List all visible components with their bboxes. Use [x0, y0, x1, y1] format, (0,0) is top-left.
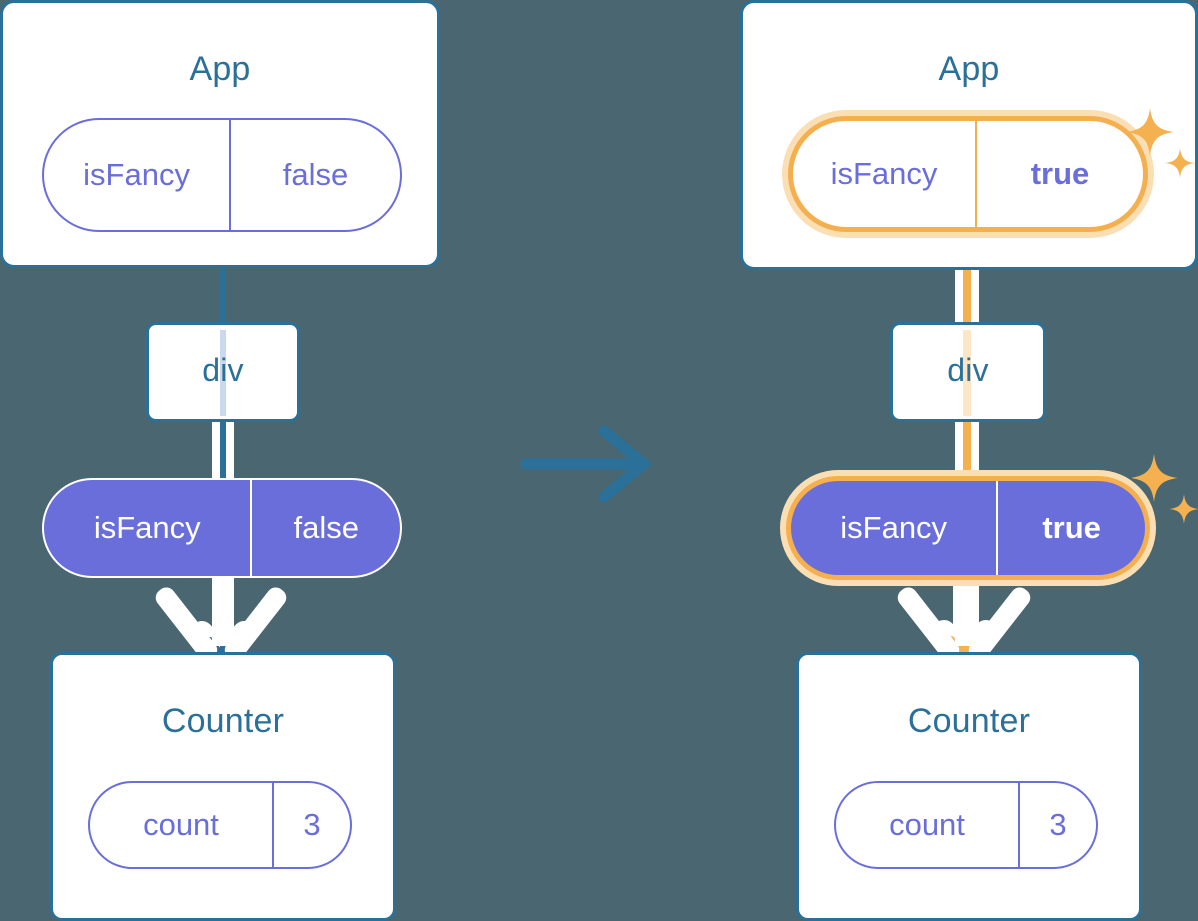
counter-state-value-after: 3: [1018, 783, 1096, 867]
counter-title: Counter: [161, 702, 285, 740]
div-title: div: [202, 352, 244, 388]
counter-state-key: count: [143, 807, 219, 842]
prop-pill-value-after: true: [996, 481, 1145, 575]
sparkle-group-prop: [1132, 454, 1198, 524]
sparkle-group-app: [1128, 108, 1195, 178]
counter-state-key-after: count: [889, 807, 965, 842]
app-title: App: [189, 50, 251, 88]
prop-pill-after: isFancy true: [786, 476, 1150, 580]
prop-pill-value: false: [250, 480, 400, 576]
connector-inside-div-after: [963, 330, 971, 416]
app-state-value: false: [229, 120, 400, 230]
app-state-key: isFancy: [83, 157, 190, 192]
counter-state-pill-after: count 3: [834, 781, 1098, 869]
div-title-after: div: [947, 352, 989, 388]
connector-div-to-prop-after: [963, 418, 971, 482]
app-state-value-after: true: [975, 121, 1143, 227]
counter-state-value: 3: [272, 783, 350, 867]
app-title-after: App: [938, 50, 1000, 88]
after-panel: App isFancy true div isFancy true: [740, 0, 1198, 921]
connector-app-to-div-after: [963, 232, 971, 326]
before-panel: App isFancy false div isFancy false: [0, 0, 440, 921]
connector-app-to-div: [220, 266, 226, 324]
arrow-right-icon: [520, 425, 653, 503]
app-state-key-after: isFancy: [830, 156, 938, 191]
app-state-pill-after: isFancy true: [788, 116, 1148, 232]
counter-title-after: Counter: [907, 702, 1031, 740]
prop-pill: isFancy false: [42, 478, 402, 578]
connector-halo-prop-to-counter: [212, 574, 234, 646]
prop-pill-key-after: isFancy: [840, 510, 948, 545]
connector-inside-div: [220, 330, 226, 416]
prop-pill-key: isFancy: [93, 510, 201, 545]
connector-div-to-prop: [220, 420, 226, 482]
app-state-pill: isFancy false: [42, 118, 402, 232]
connector-halo-prop-to-counter-after: [955, 574, 979, 646]
counter-state-pill: count 3: [88, 781, 352, 869]
